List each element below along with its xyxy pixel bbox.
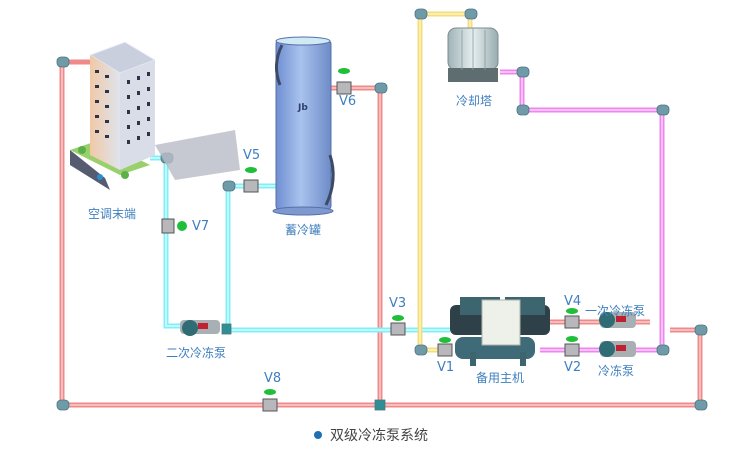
label-secondary-pump: 二次冷冻泵 — [166, 346, 227, 360]
valve-v6-icon[interactable] — [336, 68, 352, 95]
label-cooling-tower: 冷却塔 — [456, 94, 493, 108]
label-primary-pump: 一次冷冻泵 — [585, 304, 646, 318]
cooling-tower-icon — [447, 27, 499, 82]
svg-text:Jb: Jb — [297, 103, 308, 113]
valve-v1-icon[interactable] — [437, 337, 453, 357]
backup-chiller-icon — [450, 297, 550, 366]
label-backup-chiller: 备用主机 — [476, 371, 525, 385]
chilled-pump-icon — [599, 341, 636, 357]
caption-text: 双级冷冻泵系统 — [330, 428, 428, 444]
label-storage-tank: 蓄冷罐 — [285, 223, 322, 237]
label-v5: V5 — [243, 148, 261, 163]
diagram-caption: 双级冷冻泵系统 — [314, 425, 428, 445]
valve-v3-icon[interactable] — [390, 315, 406, 336]
label-v2: V2 — [564, 360, 582, 375]
caption-bullet-icon — [314, 431, 322, 439]
label-chilled-pump: 冷冻泵 — [598, 364, 635, 378]
pipe-v6-down — [330, 85, 383, 405]
secondary-pump-icon — [180, 320, 220, 336]
valve-v8-icon[interactable] — [262, 389, 278, 412]
valve-v7-icon[interactable] — [161, 218, 187, 234]
label-v7: V7 — [192, 219, 210, 234]
label-v3: V3 — [389, 296, 407, 311]
building-terminal-icon — [70, 41, 240, 190]
label-v8: V8 — [264, 371, 282, 386]
label-terminal: 空调末端 — [88, 207, 137, 221]
primary-pump-icon — [599, 312, 636, 328]
storage-tank-icon: Jb — [272, 36, 335, 216]
label-v6: V6 — [339, 94, 357, 109]
pipe-terminal-down — [150, 155, 180, 329]
valve-v4-icon[interactable] — [564, 308, 580, 329]
label-v4: V4 — [564, 294, 582, 309]
pipe-right-loop — [670, 327, 703, 405]
valve-v2-icon[interactable] — [564, 336, 580, 357]
valve-v5-icon[interactable] — [243, 167, 259, 193]
label-v1: V1 — [437, 360, 455, 375]
